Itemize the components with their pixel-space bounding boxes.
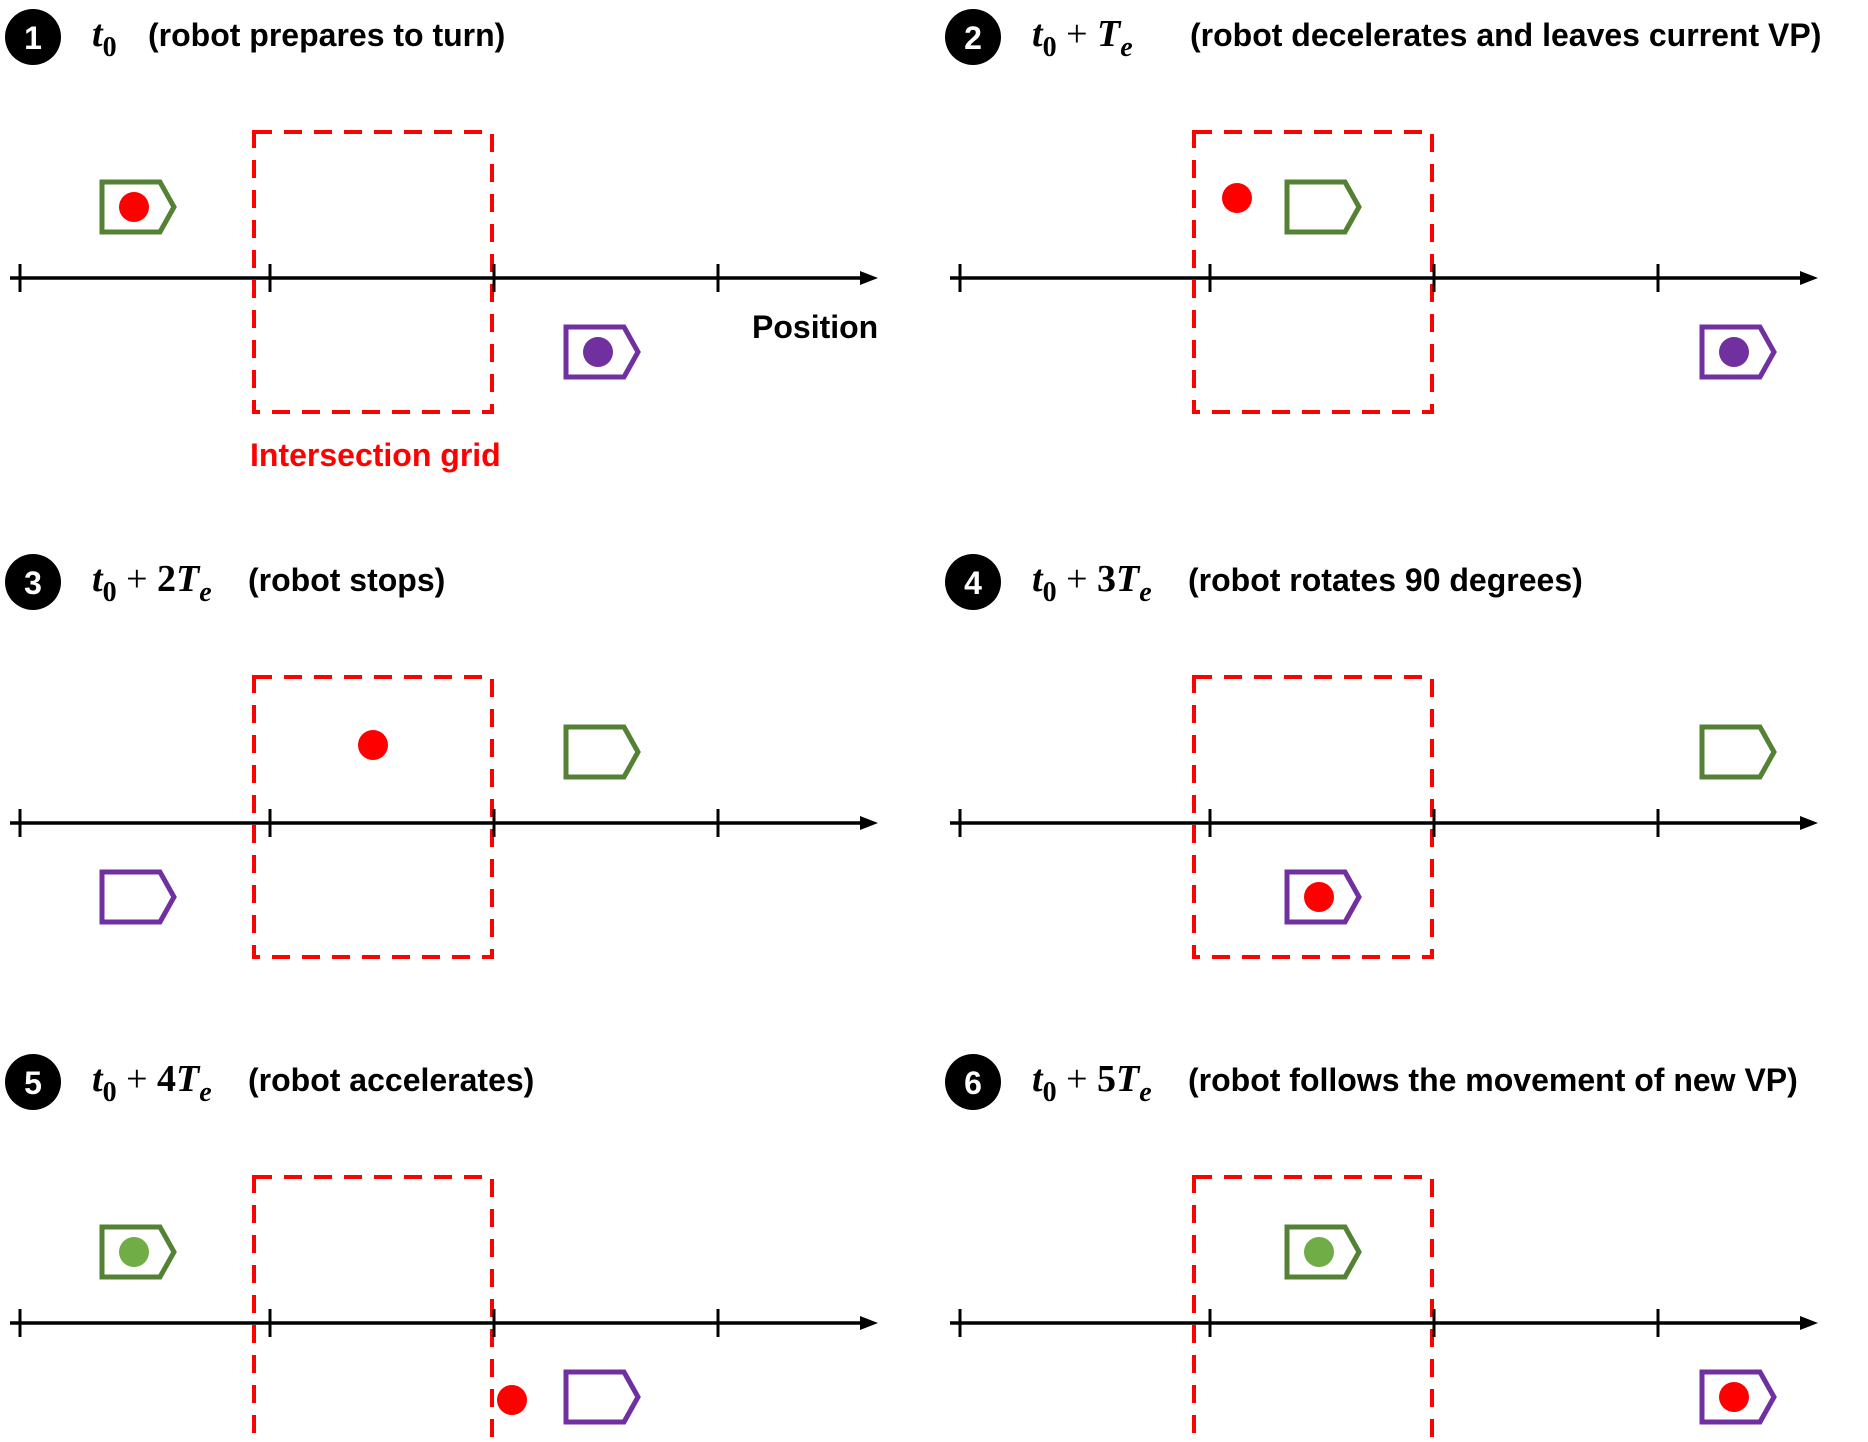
time-subscript: 0 — [103, 1077, 117, 1108]
purple-vp-dot — [1719, 337, 1749, 367]
step-description: (robot accelerates) — [248, 1062, 534, 1098]
green-vehicle-icon — [1284, 1224, 1362, 1280]
step-badge — [5, 1054, 61, 1110]
time-var: t — [1032, 558, 1044, 600]
intersection-grid — [252, 675, 494, 959]
green-vp-dot — [1304, 1237, 1334, 1267]
time-period-subscript: e — [1139, 577, 1151, 608]
green-vp-dot — [119, 1237, 149, 1267]
robot-dot — [1222, 183, 1252, 213]
intersection-grid-label: Intersection grid — [250, 437, 501, 473]
time-period: T — [176, 558, 201, 600]
time-var: t — [1032, 13, 1044, 55]
time-plus: + — [1057, 13, 1097, 55]
step-badge — [945, 1054, 1001, 1110]
time-period-subscript: e — [199, 1077, 211, 1108]
time-plus: + — [117, 558, 157, 600]
robot-dot — [119, 192, 149, 222]
step-description: (robot follows the movement of new VP) — [1188, 1062, 1798, 1098]
axis-arrowhead — [1800, 1316, 1818, 1330]
time-coef: 3 — [1097, 558, 1116, 600]
time-var: t — [92, 1058, 104, 1100]
step-number: 5 — [24, 1065, 42, 1101]
time-period-subscript: e — [1139, 1077, 1151, 1108]
time-plus: + — [1057, 558, 1097, 600]
step-badge — [945, 554, 1001, 610]
time-coef: 4 — [157, 1058, 176, 1100]
intersection-grid — [1192, 1175, 1434, 1442]
step-description: (robot decelerates and leaves current VP… — [1190, 17, 1821, 53]
step-description: (robot stops) — [248, 562, 445, 598]
time-var: t — [92, 558, 104, 600]
step-badge — [5, 9, 61, 65]
purple-vehicle-icon — [563, 324, 641, 380]
axis-arrowhead — [1800, 816, 1818, 830]
robot-dot — [1304, 882, 1334, 912]
time-coef: 5 — [1097, 1058, 1116, 1100]
panel-5: 5 t0 + 4Te (robot accelerates) — [5, 1054, 878, 1442]
purple-vehicle-icon — [1699, 1369, 1777, 1425]
time-subscript: 0 — [1043, 577, 1057, 608]
time-period-subscript: e — [1120, 32, 1132, 63]
step-badge — [945, 9, 1001, 65]
axis-arrowhead — [860, 271, 878, 285]
purple-vehicle-icon — [99, 869, 177, 925]
step-number: 4 — [964, 565, 982, 601]
time-subscript: 0 — [103, 577, 117, 608]
position-label: Position — [752, 309, 878, 345]
intersection-grid — [252, 130, 494, 414]
green-vehicle-icon — [99, 179, 177, 235]
purple-vehicle-icon — [1284, 869, 1362, 925]
time-expression: t0 + 2Te — [92, 558, 212, 608]
time-var: t — [1032, 1058, 1044, 1100]
robot-dot — [1719, 1382, 1749, 1412]
step-badge — [5, 554, 61, 610]
green-vehicle-icon — [563, 724, 641, 780]
purple-vehicle-icon — [1699, 324, 1777, 380]
panel-6: 6 t0 + 5Te (robot follows the movement of … — [945, 1054, 1818, 1442]
green-vehicle-icon — [1699, 724, 1777, 780]
intersection-grid — [1192, 130, 1434, 414]
time-subscript: 0 — [1043, 1077, 1057, 1108]
robot-dot — [358, 730, 388, 760]
time-expression: t0 + 3Te — [1032, 558, 1152, 608]
time-period-subscript: e — [199, 577, 211, 608]
step-number: 6 — [964, 1065, 982, 1101]
axis-arrowhead — [860, 816, 878, 830]
green-vehicle-icon — [99, 1224, 177, 1280]
time-var: t — [92, 13, 104, 55]
step-number: 1 — [24, 20, 42, 56]
step-number: 2 — [964, 20, 982, 56]
intersection-grid — [252, 1175, 494, 1442]
time-period: T — [176, 1058, 201, 1100]
time-period: T — [1116, 1058, 1141, 1100]
time-coef: 2 — [157, 558, 176, 600]
step-description: (robot prepares to turn) — [148, 17, 505, 53]
panel-4: 4 t0 + 3Te (robot rotates 90 degrees) — [945, 554, 1818, 959]
time-plus: + — [117, 1058, 157, 1100]
panel-2: 2 t0 + Te (robot decelerates and leaves cu… — [945, 9, 1821, 414]
time-expression: t0 + Te — [1032, 13, 1133, 63]
axis-arrowhead — [1800, 271, 1818, 285]
time-plus: + — [1057, 1058, 1097, 1100]
time-expression: t0 + 4Te — [92, 1058, 212, 1108]
time-period: T — [1097, 13, 1122, 55]
purple-vehicle-icon — [563, 1369, 641, 1425]
panel-3: 3 t0 + 2Te (robot stops) — [5, 554, 878, 959]
time-period: T — [1116, 558, 1141, 600]
green-vehicle-icon — [1284, 179, 1362, 235]
time-subscript: 0 — [1043, 32, 1057, 63]
purple-vp-dot — [583, 337, 613, 367]
axis-arrowhead — [860, 1316, 878, 1330]
time-expression: t0 + 5Te — [1032, 1058, 1152, 1108]
time-expression: t0 — [92, 13, 117, 63]
step-number: 3 — [24, 565, 42, 601]
time-subscript: 0 — [103, 32, 117, 63]
step-description: (robot rotates 90 degrees) — [1188, 562, 1583, 598]
robot-dot — [497, 1385, 527, 1415]
intersection-grid — [1192, 675, 1434, 959]
panel-1: 1 t0 (robot prepares to turn) PositionInter… — [5, 9, 878, 473]
